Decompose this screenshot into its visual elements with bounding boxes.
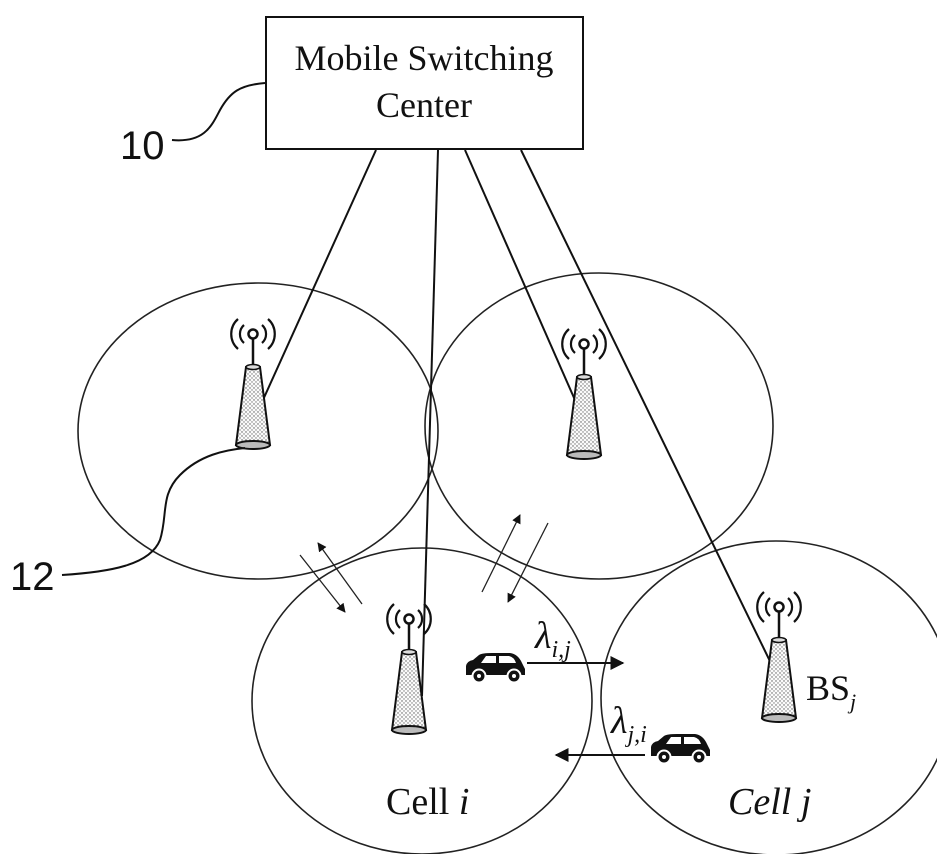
rate-label-j-to-i: λj,i (610, 700, 647, 748)
rate-label-i-to-j: λi,j (534, 615, 571, 663)
handoff-arrow-right-down (507, 522, 549, 603)
handoff-arrow-left-down (299, 554, 346, 613)
msc-link-top-right (464, 149, 583, 417)
cell-top-right (424, 272, 774, 580)
cell-i-label: Cell i (386, 781, 469, 823)
base-station-j-label: BSj (806, 668, 856, 714)
car-icon-cell-j (650, 733, 711, 765)
msc-label-line1: Mobile Switching (295, 38, 554, 78)
cell-i (251, 547, 593, 854)
base-station-j-icon (755, 590, 803, 724)
base-station-top-left-icon (229, 317, 277, 451)
handoff-arrow-left-up (317, 542, 363, 605)
car-icon-cell-i (465, 652, 526, 684)
ref-numeral-msc: 10 (120, 124, 165, 168)
msc-link-bs-j (520, 149, 785, 691)
leader-msc (171, 82, 266, 142)
cell-j-label: Cell j (728, 781, 811, 823)
msc-link-top-left (252, 149, 377, 423)
msc-label-line2: Center (376, 85, 472, 125)
base-station-top-right-icon (560, 327, 608, 461)
leader-base-station (61, 447, 246, 576)
cell-top-left (77, 282, 439, 580)
handoff-arrow-right-up (481, 514, 521, 593)
msc-box (265, 16, 584, 150)
ref-numeral-base-station: 12 (10, 555, 55, 599)
cell-j (600, 540, 937, 854)
